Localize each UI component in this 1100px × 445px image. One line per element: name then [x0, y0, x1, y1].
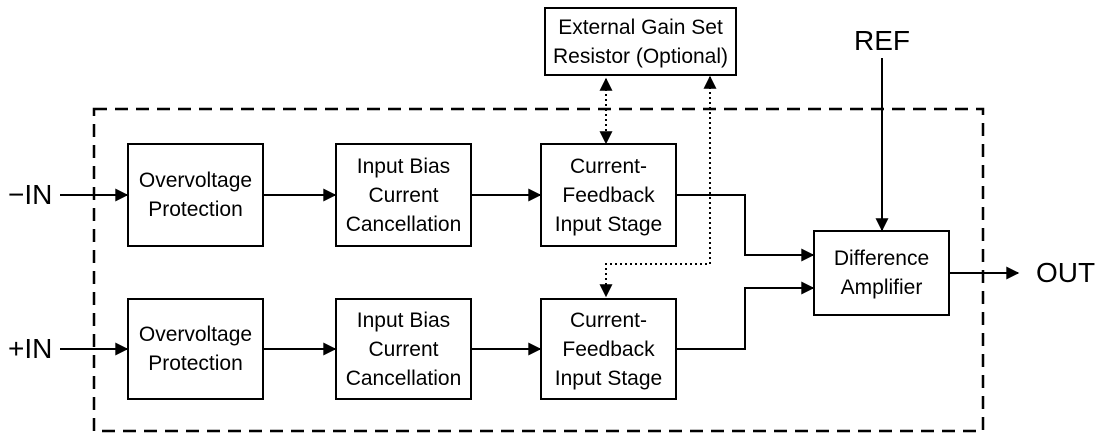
top-cf-to-diff-amp-wire — [677, 194, 815, 262]
overvoltage-protection-top-box: Overvoltage Protection — [127, 143, 264, 247]
neg-in-label: −IN — [8, 179, 53, 210]
bottom-cf-to-diff-amp-wire — [677, 281, 815, 350]
input-bias-current-cancellation-bottom-box: Input Bias Current Cancellation — [335, 298, 472, 400]
out-label: OUT — [1036, 257, 1096, 288]
current-feedback-input-stage-top-box: Current- Feedback Input Stage — [540, 143, 677, 247]
input-bias-current-cancellation-top-box: Input Bias Current Cancellation — [335, 143, 472, 247]
external-gain-set-resistor-box: External Gain Set Resistor (Optional) — [544, 7, 737, 76]
current-feedback-input-stage-bottom-box: Current- Feedback Input Stage — [540, 298, 677, 400]
ref-label: REF — [854, 25, 910, 56]
overvoltage-protection-bottom-box: Overvoltage Protection — [127, 298, 264, 400]
pos-in-label: +IN — [8, 333, 53, 364]
difference-amplifier-box: Difference Amplifier — [813, 230, 950, 316]
